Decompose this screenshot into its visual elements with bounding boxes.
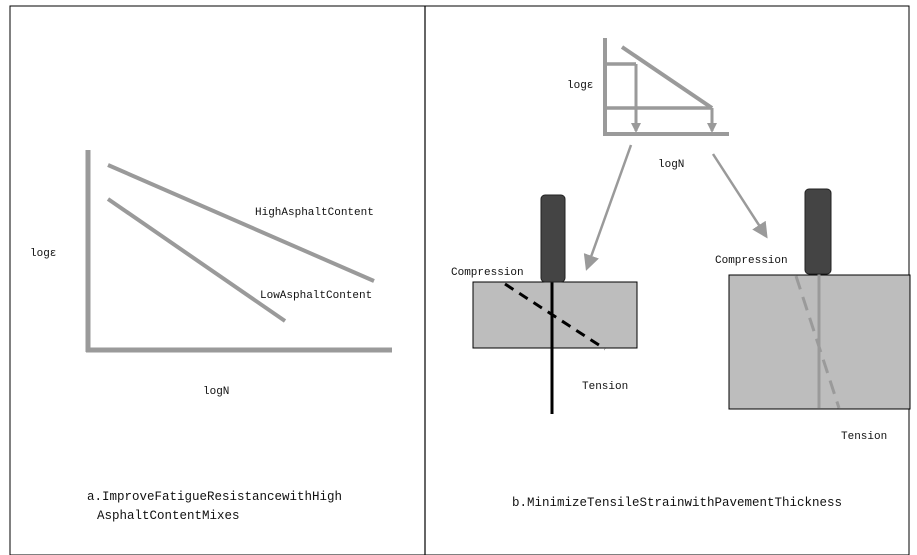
thick-slab-tension-label: Tension	[841, 431, 888, 443]
high-asphalt-line	[107, 163, 375, 283]
arrow-to-thin-slab	[583, 144, 633, 271]
panel-a-x-label: logN	[203, 386, 230, 398]
thin-slab-load	[540, 194, 566, 283]
thick-slab-load	[804, 188, 832, 275]
inset-x-label: logN	[658, 159, 685, 171]
inset-fatigue-line	[620, 45, 714, 110]
thick-slab-compression-label: Compression	[715, 255, 788, 267]
arrow-to-thick-slab	[711, 153, 768, 239]
panel-a-caption-line1: a.ImproveFatigueResistancewithHigh	[87, 490, 343, 504]
thick-slab-strain-line	[794, 275, 841, 409]
inset-y-label: logε	[567, 80, 594, 92]
thin-slab-tension-label: Tension	[582, 381, 629, 393]
panel-a-caption-line2: AsphaltContentMixes	[97, 509, 240, 523]
low-asphalt-label: LowAsphaltContent	[260, 290, 373, 302]
thin-slab-compression-label: Compression	[451, 267, 524, 279]
panel-b-caption: b.MinimizeTensileStrainwithPavementThick…	[512, 496, 843, 510]
thin-slab-strain-line	[504, 282, 606, 351]
panel-a-y-label: logε	[30, 248, 57, 260]
low-asphalt-line	[106, 197, 287, 323]
high-asphalt-label: HighAsphaltContent	[255, 207, 374, 219]
